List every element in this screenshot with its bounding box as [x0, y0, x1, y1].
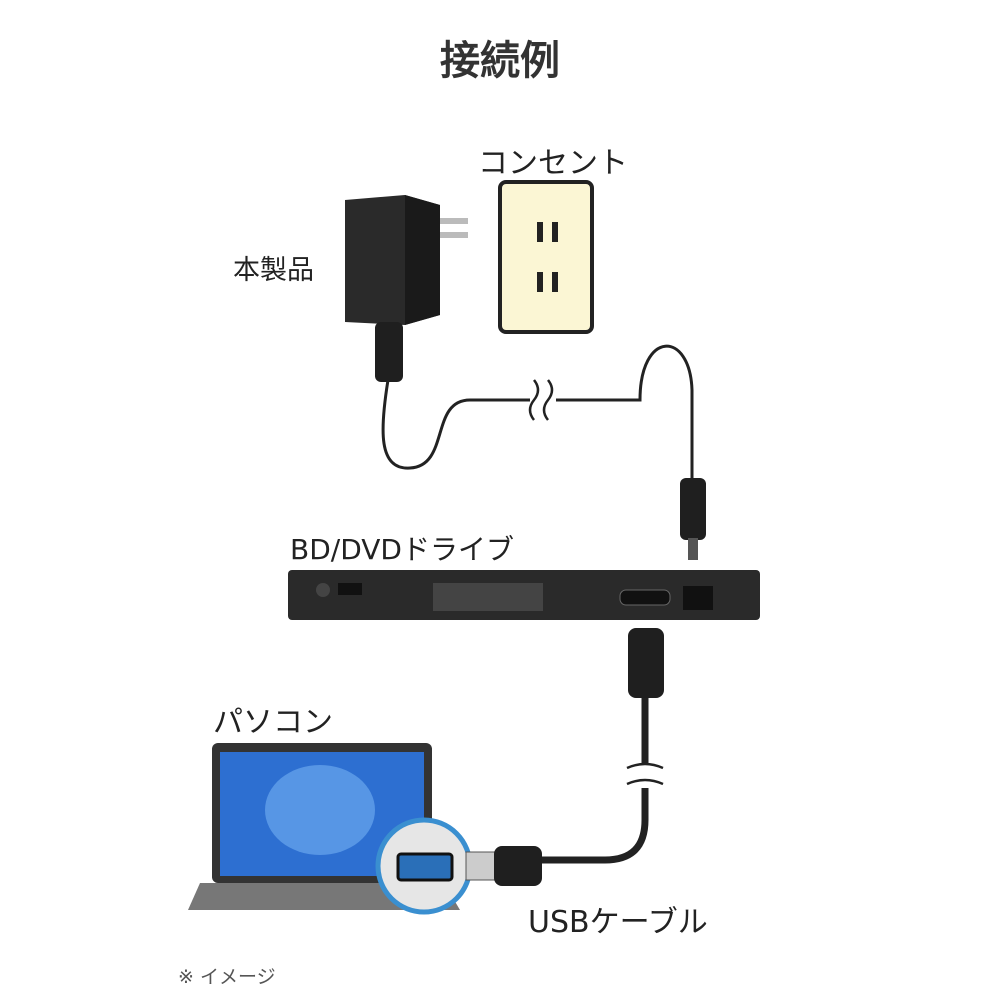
usb-microb-plug — [628, 628, 664, 698]
ac-adapter — [345, 195, 468, 382]
page-title: 接続例 — [440, 38, 560, 84]
wall-outlet — [498, 180, 594, 334]
usb-port-zoom — [375, 817, 542, 915]
pc-label: パソコン — [213, 705, 333, 740]
drive-label: BD/DVDドライブ — [290, 533, 514, 566]
image-note: ※ イメージ — [178, 966, 276, 988]
laptop — [188, 743, 460, 910]
usb-cable-label: USBケーブル — [528, 905, 708, 940]
dc-cable — [381, 344, 694, 480]
product-label: 本製品 — [233, 255, 314, 286]
cable-break-icon — [528, 379, 554, 421]
cable-break-icon — [626, 762, 664, 786]
outlet-label: コンセント — [478, 146, 628, 181]
bd-dvd-drive — [288, 570, 760, 620]
usb-cable — [540, 630, 649, 864]
dc-plug — [680, 478, 706, 540]
usb-a-plug — [494, 846, 542, 886]
